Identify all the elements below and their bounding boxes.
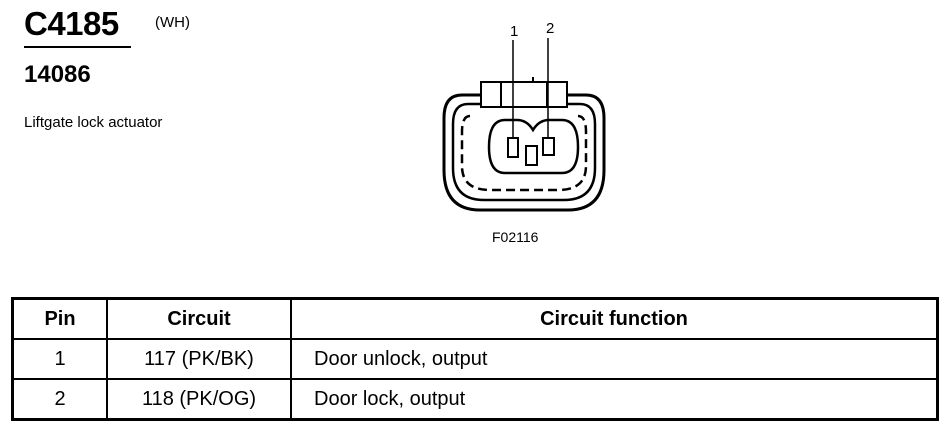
pin-2-label: 2 [546, 20, 554, 37]
cell-function: Door lock, output [290, 378, 939, 421]
header-circuit: Circuit [106, 297, 292, 340]
table-row: 2 118 (PK/OG) Door lock, output [11, 378, 939, 421]
pin-center-terminal [525, 145, 538, 166]
connector-color-code: (WH) [155, 14, 190, 31]
connector-outer-shell [442, 93, 606, 212]
pin-1-label: 1 [510, 23, 518, 40]
pin-2-terminal [542, 137, 555, 156]
locking-tab [480, 81, 568, 108]
header-circuit-function: Circuit function [290, 297, 939, 340]
connector-id: C4185 [24, 5, 119, 42]
connector-dashed-contour [460, 114, 588, 192]
table-header-row: Pin Circuit Circuit function [11, 297, 939, 340]
connector-face-diagram: 1 2 F02116 [442, 20, 606, 245]
cell-circuit: 118 (PK/OG) [106, 378, 292, 421]
pin-table: Pin Circuit Circuit function 1 117 (PK/B… [11, 297, 939, 421]
terminal-cavity [487, 118, 580, 175]
cell-function: Door unlock, output [290, 338, 939, 380]
pin-1-terminal [507, 137, 519, 158]
figure-id: F02116 [492, 229, 539, 245]
part-number: 14086 [24, 61, 91, 88]
connector-description: Liftgate lock actuator [24, 114, 163, 131]
title-underline [24, 46, 131, 48]
cell-circuit: 117 (PK/BK) [106, 338, 292, 380]
cell-pin: 1 [11, 338, 108, 380]
connector-inner-shell [451, 102, 597, 202]
cell-pin: 2 [11, 378, 108, 421]
header-pin: Pin [11, 297, 108, 340]
table-row: 1 117 (PK/BK) Door unlock, output [11, 338, 939, 380]
